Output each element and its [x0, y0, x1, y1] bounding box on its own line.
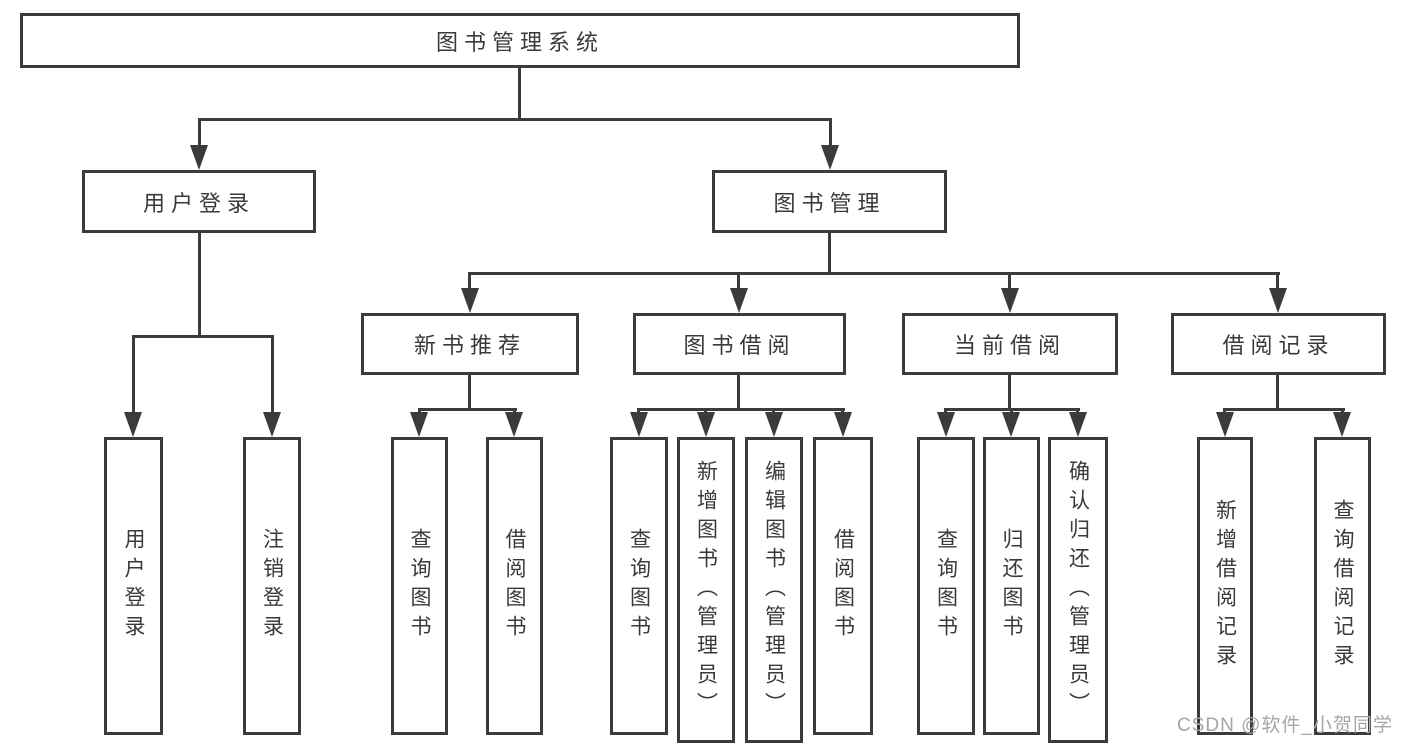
leaf-label: 借阅图书	[831, 528, 855, 644]
node-new-book-recommend: 新书推荐	[361, 313, 579, 375]
node-label: 当前借阅	[953, 333, 1066, 358]
leaf-label: 编辑图书（管理员）	[762, 459, 786, 721]
arrow-down-icon	[765, 412, 783, 437]
arrow-down-icon	[937, 412, 955, 437]
node-book-borrowing: 图书借阅	[633, 313, 846, 375]
connector-line	[198, 118, 201, 148]
connector-line	[468, 375, 471, 411]
connector-line	[271, 335, 274, 417]
node-library-management-system: 图书管理系统	[20, 13, 1020, 68]
arrow-down-icon	[1333, 412, 1351, 437]
leaf-label: 查询图书	[934, 528, 958, 644]
leaf-borrow-books-recommend: 借阅图书	[486, 437, 543, 735]
node-borrowing-records: 借阅记录	[1171, 313, 1386, 375]
connector-line	[132, 335, 135, 417]
leaf-label: 确认归还（管理员）	[1066, 459, 1090, 721]
leaf-add-borrow-record: 新增借阅记录	[1197, 437, 1253, 735]
connector-line	[418, 408, 517, 411]
connector-line	[737, 272, 740, 290]
node-label: 图书管理	[773, 190, 886, 216]
connector-line	[1276, 272, 1279, 290]
arrow-down-icon	[1069, 412, 1087, 437]
leaf-user-login: 用户登录	[104, 437, 163, 735]
arrow-down-icon	[1216, 412, 1234, 437]
connector-line	[1223, 408, 1345, 411]
arrow-down-icon	[1269, 288, 1287, 313]
arrow-down-icon	[821, 145, 839, 170]
connector-line	[1276, 375, 1279, 411]
connector-line	[737, 375, 740, 411]
arrow-down-icon	[263, 412, 281, 437]
arrow-down-icon	[190, 145, 208, 170]
leaf-label: 新增借阅记录	[1213, 499, 1237, 673]
arrow-down-icon	[1002, 412, 1020, 437]
leaf-label: 查询借阅记录	[1331, 499, 1354, 673]
leaf-label: 注销登录	[260, 528, 284, 644]
connector-line	[518, 68, 521, 121]
arrow-down-icon	[630, 412, 648, 437]
node-label: 用户登录	[142, 190, 255, 216]
leaf-label: 归还图书	[1000, 528, 1023, 644]
leaf-return-books: 归还图书	[983, 437, 1040, 735]
node-label: 图书管理系统	[435, 29, 604, 55]
arrow-down-icon	[834, 412, 852, 437]
connector-line	[198, 118, 832, 121]
leaf-query-borrow-record: 查询借阅记录	[1314, 437, 1371, 735]
connector-line	[132, 335, 274, 338]
connector-line	[828, 233, 831, 275]
leaf-borrow-books-borrowing: 借阅图书	[813, 437, 873, 735]
connector-line	[1008, 375, 1011, 411]
connector-line	[198, 233, 201, 338]
leaf-label: 用户登录	[122, 528, 145, 644]
leaf-label: 查询图书	[408, 528, 431, 644]
leaf-logout: 注销登录	[243, 437, 301, 735]
node-label: 借阅记录	[1222, 333, 1335, 358]
node-book-management: 图书管理	[712, 170, 947, 233]
connector-line	[468, 272, 1280, 275]
connector-line	[829, 118, 832, 148]
arrow-down-icon	[410, 412, 428, 437]
arrow-down-icon	[124, 412, 142, 437]
node-current-borrowing: 当前借阅	[902, 313, 1118, 375]
leaf-label: 新增图书（管理员）	[694, 459, 718, 721]
connector-line	[1008, 272, 1011, 290]
leaf-label: 借阅图书	[503, 528, 526, 644]
leaf-label: 查询图书	[627, 528, 651, 644]
connector-line	[637, 408, 845, 411]
leaf-query-books-borrowing: 查询图书	[610, 437, 668, 735]
node-label: 新书推荐	[413, 333, 526, 358]
arrow-down-icon	[730, 288, 748, 313]
node-user-login: 用户登录	[82, 170, 316, 233]
watermark-csdn: CSDN @软件_小贺同学	[1177, 715, 1393, 736]
arrow-down-icon	[505, 412, 523, 437]
arrow-down-icon	[461, 288, 479, 313]
leaf-query-books-current: 查询图书	[917, 437, 975, 735]
leaf-add-book-admin: 新增图书（管理员）	[677, 437, 735, 743]
leaf-query-books-recommend: 查询图书	[391, 437, 448, 735]
leaf-edit-book-admin: 编辑图书（管理员）	[745, 437, 803, 743]
leaf-confirm-return-admin: 确认归还（管理员）	[1048, 437, 1108, 743]
arrow-down-icon	[697, 412, 715, 437]
arrow-down-icon	[1001, 288, 1019, 313]
connector-line	[468, 272, 471, 290]
node-label: 图书借阅	[683, 333, 796, 358]
